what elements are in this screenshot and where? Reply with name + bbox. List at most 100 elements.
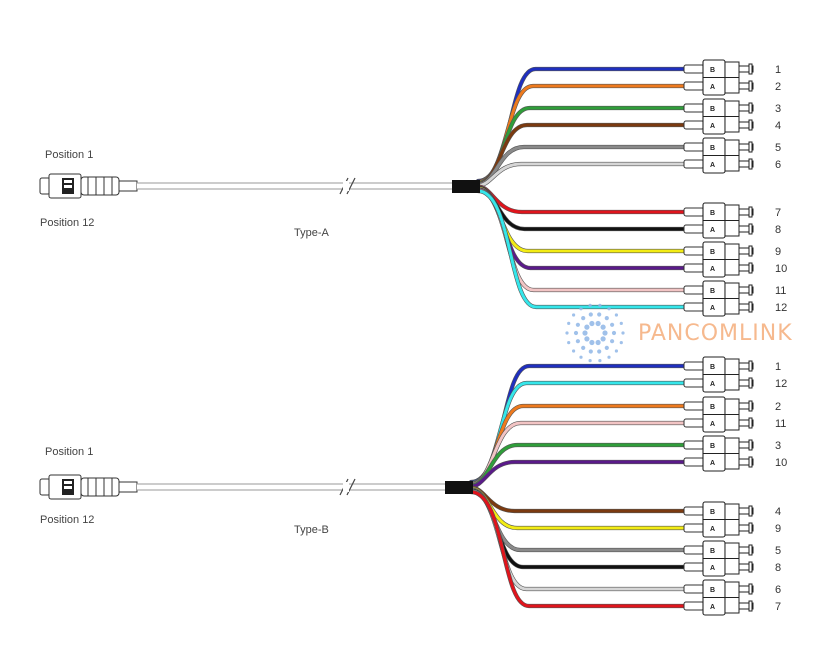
duplex-lc-connector: BA bbox=[683, 501, 754, 538]
port-a-label: A bbox=[710, 460, 715, 467]
watermark-dot bbox=[614, 349, 619, 353]
watermark-dot bbox=[604, 345, 609, 350]
fiber-number-label: 11 bbox=[775, 285, 786, 297]
duplex-lc-connector: BA bbox=[683, 356, 754, 393]
port-a-label: A bbox=[710, 305, 715, 312]
port-a-label: A bbox=[710, 526, 715, 533]
watermark-dot bbox=[589, 320, 595, 327]
watermark-dot bbox=[581, 316, 586, 321]
watermark-dot bbox=[610, 322, 615, 327]
position-1-label-a: Position 1 bbox=[45, 149, 93, 161]
fiber-number-label: 3 bbox=[775, 103, 781, 115]
port-b-label: B bbox=[710, 249, 715, 256]
watermark-logo: PANCOMLINK bbox=[565, 303, 793, 363]
duplex-lc-connector: BA bbox=[683, 280, 754, 317]
fiber-violet bbox=[469, 460, 705, 488]
fiber-number-label: 10 bbox=[775, 457, 787, 469]
port-a-label: A bbox=[710, 604, 715, 611]
fiber-number-label: 5 bbox=[775, 142, 781, 154]
fiber-group-b bbox=[468, 363, 706, 609]
watermark-dot bbox=[575, 322, 581, 327]
watermark-text: PANCOMLINK bbox=[638, 321, 793, 346]
fiber-number-label: 5 bbox=[775, 545, 781, 557]
port-a-label: A bbox=[710, 266, 715, 273]
fiber-number-label: 6 bbox=[775, 159, 781, 171]
watermark-dot bbox=[598, 359, 602, 363]
duplex-lc-connector: BA bbox=[683, 241, 754, 278]
watermark-dot bbox=[597, 349, 602, 354]
fiber-rose bbox=[469, 421, 705, 487]
port-b-label: B bbox=[710, 509, 715, 516]
watermark-dot bbox=[595, 320, 601, 327]
fiber-number-label: 2 bbox=[775, 81, 781, 93]
position-12-label-b: Position 12 bbox=[40, 514, 94, 526]
fiber-number-label: 3 bbox=[775, 440, 781, 452]
duplex-lc-connector: BA bbox=[683, 59, 754, 96]
port-a-label: A bbox=[710, 227, 715, 234]
fiber-number-label: 7 bbox=[775, 207, 781, 219]
position-1-label-b: Position 1 bbox=[45, 446, 93, 458]
watermark-dot bbox=[575, 339, 581, 344]
trunk-cable-b bbox=[137, 478, 448, 496]
watermark-dot bbox=[584, 336, 590, 342]
watermark-dot bbox=[602, 330, 608, 336]
watermark-dot bbox=[598, 303, 602, 307]
watermark-dot bbox=[572, 349, 576, 353]
port-a-label: A bbox=[710, 381, 715, 388]
diagram-type-a: Position 1 Position 12 Type-A 1234567891… bbox=[39, 59, 787, 317]
position-12-label-a: Position 12 bbox=[40, 217, 94, 229]
port-b-label: B bbox=[710, 288, 715, 295]
watermark-dot bbox=[572, 313, 576, 317]
fiber-slate bbox=[469, 487, 705, 552]
fiber-number-label: 8 bbox=[775, 224, 781, 236]
port-b-label: B bbox=[710, 67, 715, 74]
fiber-outline bbox=[475, 184, 706, 215]
port-a-label: A bbox=[710, 123, 715, 130]
fiber-number-label: 9 bbox=[775, 523, 781, 535]
duplex-lc-connector: BA bbox=[683, 435, 754, 472]
watermark-dot bbox=[584, 324, 590, 330]
watermark-dot bbox=[595, 339, 601, 346]
type-label-b: Type-B bbox=[294, 524, 329, 536]
breakout-boot-b bbox=[445, 481, 473, 494]
fiber-number-label: 12 bbox=[775, 302, 787, 314]
watermark-dot bbox=[600, 324, 606, 330]
fiber-number-label: 12 bbox=[775, 378, 787, 390]
fiber-number-label: 1 bbox=[775, 64, 781, 76]
watermark-dot bbox=[579, 355, 583, 359]
fiber-white bbox=[476, 162, 705, 187]
fiber-outline bbox=[475, 185, 706, 232]
watermark-dot bbox=[567, 341, 571, 345]
fiber-aqua bbox=[476, 189, 705, 309]
fiber-yellow bbox=[476, 186, 705, 253]
watermark-dot bbox=[588, 312, 593, 317]
port-b-label: B bbox=[710, 364, 715, 371]
type-label-a: Type-A bbox=[294, 227, 330, 239]
port-a-label: A bbox=[710, 84, 715, 91]
watermark-dot bbox=[597, 312, 602, 317]
fiber-number-label: 10 bbox=[775, 263, 787, 275]
watermark-dot bbox=[610, 339, 615, 344]
watermark-dot bbox=[600, 336, 606, 342]
watermark-dot bbox=[565, 331, 569, 335]
breakout-boot-a bbox=[452, 180, 480, 193]
watermark-dot bbox=[604, 316, 609, 321]
fiber-number-label: 11 bbox=[775, 418, 786, 430]
fiber-outline bbox=[468, 459, 706, 489]
watermark-dot bbox=[614, 313, 619, 317]
fiber-outline bbox=[468, 485, 706, 514]
port-a-label: A bbox=[710, 421, 715, 428]
watermark-dot bbox=[579, 307, 583, 311]
fiber-number-label: 8 bbox=[775, 562, 781, 574]
watermark-dot bbox=[567, 321, 571, 325]
fiber-number-label: 2 bbox=[775, 401, 781, 413]
trunk-cable-a bbox=[137, 177, 455, 195]
diagram-type-b: Position 1 Position 12 Type-B 1122113104… bbox=[39, 356, 787, 616]
fiber-red bbox=[476, 185, 705, 214]
fiber-brown bbox=[476, 123, 705, 186]
mpo-connector-a bbox=[39, 173, 138, 199]
fiber-number-label: 6 bbox=[775, 584, 781, 596]
watermark-dot bbox=[588, 359, 592, 363]
